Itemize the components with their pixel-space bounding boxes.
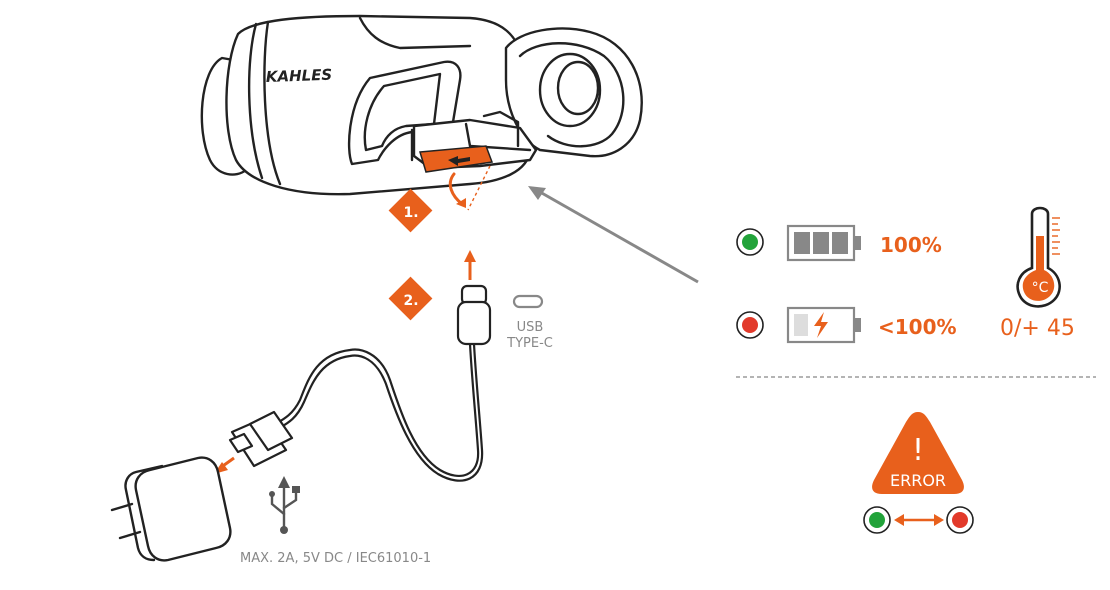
step-1-badge (388, 188, 433, 233)
brand-logo: KAHLES (266, 66, 333, 86)
battery-full-icon (786, 224, 861, 262)
usb-label-line2: TYPE-C (506, 336, 553, 351)
green-led-icon (736, 228, 764, 256)
usb-cable (228, 284, 492, 482)
usb-label-line1: USB (517, 320, 544, 335)
thermometer-icon (1016, 206, 1061, 308)
battery-full-label: 100% (880, 233, 942, 257)
temperature-unit: °C (1032, 280, 1049, 296)
error-mark: ! (912, 433, 924, 468)
battery-charging-icon (786, 306, 861, 344)
alternate-arrow-icon (894, 514, 944, 526)
step-2-label: 2. (403, 293, 418, 309)
usb-symbol-icon (269, 476, 300, 534)
cover-arrow-icon (448, 156, 470, 166)
error-label: ERROR (890, 471, 946, 490)
error-green-led-icon (863, 506, 891, 534)
usb-c-port-icon (512, 294, 544, 309)
step-1-label: 1. (403, 205, 418, 221)
step-2-badge (388, 276, 433, 321)
error-red-led-icon (946, 506, 974, 534)
temperature-range: 0/+ 45 (1000, 316, 1075, 341)
battery-charging-label: <100% (878, 315, 957, 339)
monocular-device (200, 14, 643, 196)
warning-triangle-icon (872, 412, 964, 494)
charger-spec: MAX. 2A, 5V DC / IEC61010-1 (240, 551, 431, 566)
red-led-icon (736, 311, 764, 339)
power-plug-icon (110, 456, 232, 562)
